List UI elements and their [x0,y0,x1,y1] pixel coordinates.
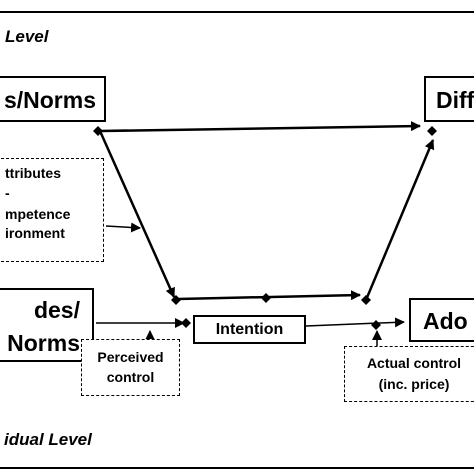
perceived-control-line-2: control [106,369,155,385]
attributes-line-3: mpetence [5,205,71,222]
arrow-attributes-to-diagonal [105,222,141,233]
group-level-label: Level [5,27,49,46]
attitudes-label: des/ [33,297,80,323]
arrow-norms-to-intention [98,130,176,298]
node-diamond-adoption [361,295,371,305]
norms-label: Norms [7,330,80,357]
individual-level-label: idual Level [4,430,92,449]
attributes-line-2: - [5,184,10,201]
attributes-line-1: ttributes [5,165,61,181]
attributes-line-4: ironment [5,225,65,242]
node-diamond-intention-left [171,295,181,305]
node-diamond-norms [93,126,103,136]
social-norms-label: s/Norms [3,87,96,113]
attributes-box: ttributes - mpetence ironment [0,158,104,262]
adoption-label: Ado [423,308,468,334]
node-diamond-intention-mid [261,293,271,303]
node-diamond-adoption-in [371,320,381,330]
diffusion-box: Diff [424,76,474,122]
intention-box: Intention [193,315,306,344]
perceived-control-line-1: Perceived [97,349,164,365]
intention-label: Intention [215,321,284,338]
actual-control-line-2: (inc. price) [378,376,450,392]
actual-control-line-1: Actual control [366,355,462,371]
adoption-box: Ado [409,298,474,342]
actual-control-box: Actual control (inc. price) [344,346,474,402]
social-norms-box: s/Norms [0,76,106,122]
node-diamond-intention-in [181,318,191,328]
attitudes-norms-box: des/ Norms [0,288,94,362]
node-diamond-diffusion [427,126,437,136]
arrow-norms-to-diffusion [99,121,421,133]
arrow-intention-to-adoption [305,317,405,328]
diffusion-label: Diff [436,87,474,113]
arrow-adoption-to-diffusion [364,139,435,301]
perceived-control-box: Perceived control [81,339,180,396]
